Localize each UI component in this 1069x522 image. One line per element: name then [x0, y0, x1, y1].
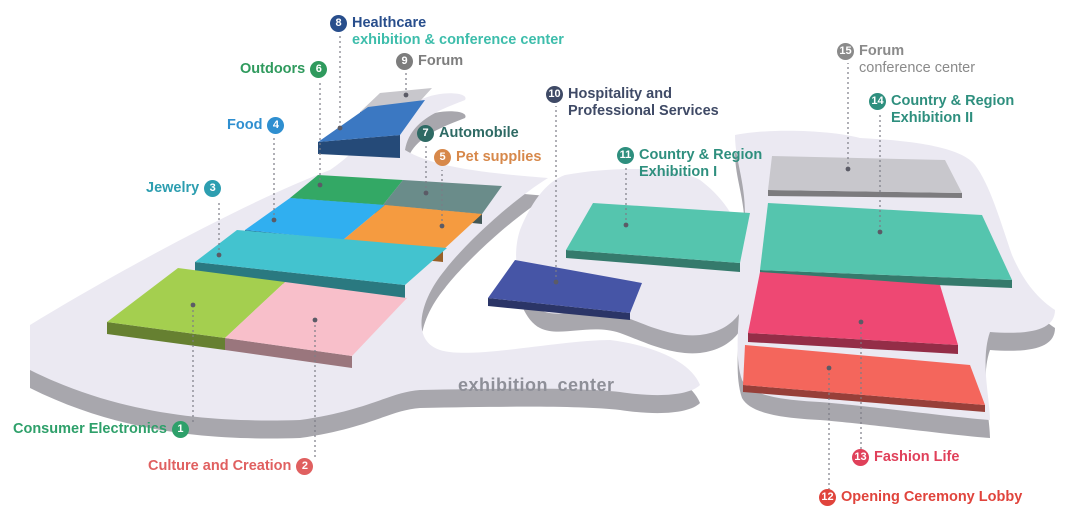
- hall-block: [488, 260, 642, 313]
- hall-name: Forum: [859, 43, 905, 59]
- leader-dot: [337, 125, 343, 131]
- hall-label-country-region-1[interactable]: 11 Country & Region Exhibition I: [617, 147, 762, 181]
- leader-dot: [403, 92, 409, 98]
- hall-name: Forum: [418, 53, 464, 69]
- hall-block: [566, 203, 750, 263]
- hall-name: Fashion Life: [874, 449, 960, 465]
- hall-name: Country & Region: [891, 93, 1015, 109]
- hall-number-badge: 3: [204, 180, 222, 197]
- hall-block: [343, 205, 482, 250]
- hall-subtitle: Exhibition II: [891, 110, 974, 126]
- leader-dot: [216, 252, 222, 258]
- hall-block: [383, 180, 502, 214]
- hall-block-side: [566, 250, 740, 272]
- hall-number-badge: 14: [869, 93, 886, 110]
- leader-dot: [826, 365, 832, 371]
- hall-name: Healthcare: [352, 15, 427, 31]
- hall-name: Consumer Electronics: [13, 421, 167, 437]
- hall-block-side: [488, 298, 630, 320]
- hall-block: [195, 230, 447, 285]
- hall-label-healthcare[interactable]: 8 Healthcare exhibition & conference cen…: [330, 15, 564, 49]
- hall-label-outdoors[interactable]: 6 Outdoors: [240, 61, 328, 78]
- leader-dot: [553, 279, 559, 285]
- hall-number-badge: 11: [617, 147, 634, 164]
- leader-dot: [845, 166, 851, 172]
- hall-number-badge: 15: [837, 43, 854, 60]
- hall-subtitle: Exhibition I: [639, 164, 718, 180]
- hall-block-side: [760, 270, 1012, 288]
- hall-label-culture-and-creation[interactable]: 2 Culture and Creation: [148, 458, 314, 475]
- hall-number-badge: 10: [546, 86, 563, 103]
- hall-label-country-region-2[interactable]: 14 Country & Region Exhibition II: [869, 93, 1014, 127]
- hall-label-fashion-life[interactable]: 13 Fashion Life: [852, 449, 959, 466]
- leader-dot: [423, 190, 429, 196]
- hall-number-badge: 13: [852, 449, 869, 466]
- hall-block-side: [318, 135, 400, 158]
- exhibition-center-caption: exhibition center: [458, 375, 615, 395]
- hall-number-badge: 9: [396, 53, 413, 70]
- hall-block: [768, 156, 962, 193]
- leader-dot: [190, 302, 196, 308]
- hall-number-badge: 6: [310, 61, 328, 78]
- hall-number-badge: 12: [819, 489, 836, 506]
- hall-name: Culture and Creation: [148, 458, 292, 474]
- hall-number-badge: 8: [330, 15, 347, 32]
- hall-block-side: [743, 385, 985, 412]
- hall-label-jewelry[interactable]: 3 Jewelry: [146, 180, 222, 197]
- hall-label-opening-ceremony-lobby[interactable]: 12 Opening Ceremony Lobby: [819, 489, 1022, 506]
- hall-subtitle: Professional Services: [568, 103, 719, 119]
- hall-number-badge: 7: [417, 125, 434, 142]
- hall-label-consumer-electronics[interactable]: 1 Consumer Electronics: [13, 421, 189, 438]
- hall-name: Country & Region: [639, 147, 763, 163]
- hall-block: [245, 198, 385, 240]
- hall-name: Opening Ceremony Lobby: [841, 489, 1023, 505]
- hall-name: Pet supplies: [456, 149, 542, 165]
- hall-block: [743, 345, 985, 405]
- hall-number-badge: 4: [267, 117, 285, 134]
- hall-label-pet-supplies[interactable]: 5 Pet supplies: [434, 149, 541, 166]
- hall-block: [748, 272, 958, 345]
- hall-number-badge: 1: [171, 421, 189, 438]
- leader-dot: [271, 217, 277, 223]
- hall-block-side: [225, 338, 352, 368]
- hall-label-automobile[interactable]: 7 Automobile: [417, 125, 519, 142]
- hall-label-forum[interactable]: 9 Forum: [396, 53, 463, 70]
- leader-dot: [312, 317, 318, 323]
- hall-subtitle: exhibition & conference center: [352, 32, 564, 48]
- hall-label-food[interactable]: 4 Food: [227, 117, 285, 134]
- hall-block: [318, 100, 425, 142]
- hall-block-side: [107, 322, 225, 350]
- hall-block: [760, 203, 1012, 280]
- hall-block: [107, 268, 285, 338]
- hall-label-forum-conference[interactable]: 15 Forum conference center: [837, 43, 975, 77]
- hall-label-hospitality[interactable]: 10 Hospitality and Professional Services: [546, 86, 719, 120]
- hall-block-side: [748, 333, 958, 354]
- hall-number-badge: 5: [434, 149, 451, 166]
- leader-dot: [317, 182, 323, 188]
- hall-block-side: [768, 190, 962, 198]
- hall-number-badge: 2: [296, 458, 314, 475]
- leader-dot: [858, 319, 864, 325]
- hall-name: Food: [227, 117, 263, 133]
- hall-block: [290, 175, 403, 205]
- hall-name: Jewelry: [146, 180, 200, 196]
- leader-dot: [877, 229, 883, 235]
- hall-subtitle: conference center: [859, 60, 976, 76]
- hall-block-side: [195, 262, 405, 298]
- leader-dot: [623, 222, 629, 228]
- hall-name: Hospitality and: [568, 86, 672, 102]
- hall-name: Automobile: [439, 125, 519, 141]
- hall-name: Outdoors: [240, 61, 306, 77]
- leader-dot: [439, 223, 445, 229]
